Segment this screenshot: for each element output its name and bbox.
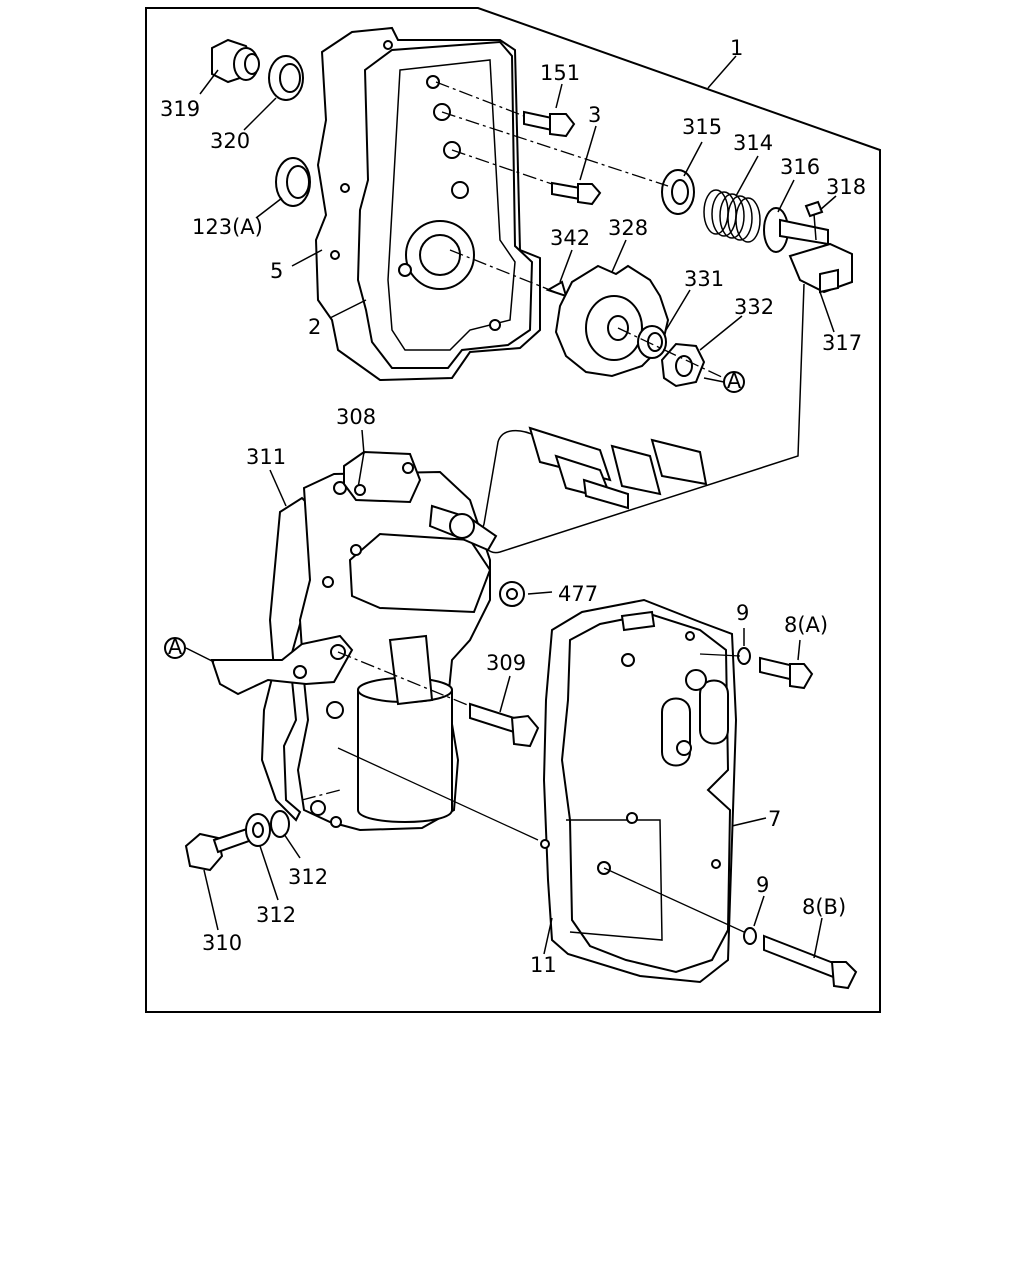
part-123a-seal xyxy=(275,157,311,207)
part-320-washer xyxy=(268,55,304,101)
callout-477: 477 xyxy=(558,582,598,606)
callout-318: 318 xyxy=(826,175,866,199)
part-315-clip xyxy=(661,169,695,215)
svg-text:A: A xyxy=(168,635,183,659)
part-308-module xyxy=(343,450,422,504)
callout-312b: 312 xyxy=(256,903,296,927)
leader-lines xyxy=(185,55,837,959)
callout-328: 328 xyxy=(608,216,648,240)
part-8b-screw xyxy=(763,934,858,990)
svg-text:A: A xyxy=(727,369,742,393)
callout-9a: 9 xyxy=(736,601,749,625)
callout-317: 317 xyxy=(822,331,862,355)
part-316-shaft xyxy=(763,207,829,253)
callout-5: 5 xyxy=(270,259,283,283)
part-2-housing xyxy=(330,40,534,369)
callout-316: 316 xyxy=(780,155,820,179)
part-312-washer-a xyxy=(245,813,271,847)
part-317-sensor xyxy=(788,242,853,294)
alignment-lines xyxy=(301,81,745,933)
part-477-bushing xyxy=(499,581,525,607)
callout-11: 11 xyxy=(530,953,557,977)
callout-310: 310 xyxy=(202,931,242,955)
part-7-cover xyxy=(540,610,732,974)
callout-123a: 123(A) xyxy=(192,215,263,239)
part-314-spring xyxy=(703,189,761,243)
part-319-plug xyxy=(211,38,260,84)
callout-311: 311 xyxy=(246,445,286,469)
ref-a-left: A xyxy=(164,635,186,659)
wire-harness xyxy=(481,283,805,554)
callout-labels: 1 151 3 319 320 123(A) 5 2 315 314 316 3… xyxy=(160,36,866,977)
part-312-washer-b xyxy=(270,810,290,838)
callout-331: 331 xyxy=(684,267,724,291)
part-3-bolt xyxy=(551,181,602,206)
part-9-washer-b xyxy=(743,927,757,945)
link-arm xyxy=(210,634,354,719)
callout-312a: 312 xyxy=(288,865,328,889)
callout-2: 2 xyxy=(308,315,321,339)
part-151-bolt xyxy=(523,110,576,138)
callout-342: 342 xyxy=(550,226,590,250)
callout-1: 1 xyxy=(730,36,743,60)
callout-7: 7 xyxy=(768,807,781,831)
part-328-rotor xyxy=(554,264,670,378)
callout-9b: 9 xyxy=(756,873,769,897)
callout-320: 320 xyxy=(210,129,250,153)
callout-309: 309 xyxy=(486,651,526,675)
assembly-frame xyxy=(145,7,881,1013)
part-342-key xyxy=(545,280,568,298)
callout-332: 332 xyxy=(734,295,774,319)
callout-8a: 8(A) xyxy=(784,613,828,637)
callout-308: 308 xyxy=(336,405,376,429)
part-310-bolt xyxy=(184,826,254,872)
callout-8b: 8(B) xyxy=(802,895,846,919)
part-318-screw xyxy=(804,200,824,241)
part-311-body xyxy=(296,470,498,832)
callout-319: 319 xyxy=(160,97,200,121)
callout-151: 151 xyxy=(540,61,580,85)
callout-3: 3 xyxy=(588,103,601,127)
part-8a-screw xyxy=(759,656,814,690)
callout-314: 314 xyxy=(733,131,773,155)
callout-315: 315 xyxy=(682,115,722,139)
part-309-bolt xyxy=(469,702,540,748)
ref-a-top: A xyxy=(723,369,745,393)
part-331-washer xyxy=(637,325,667,359)
